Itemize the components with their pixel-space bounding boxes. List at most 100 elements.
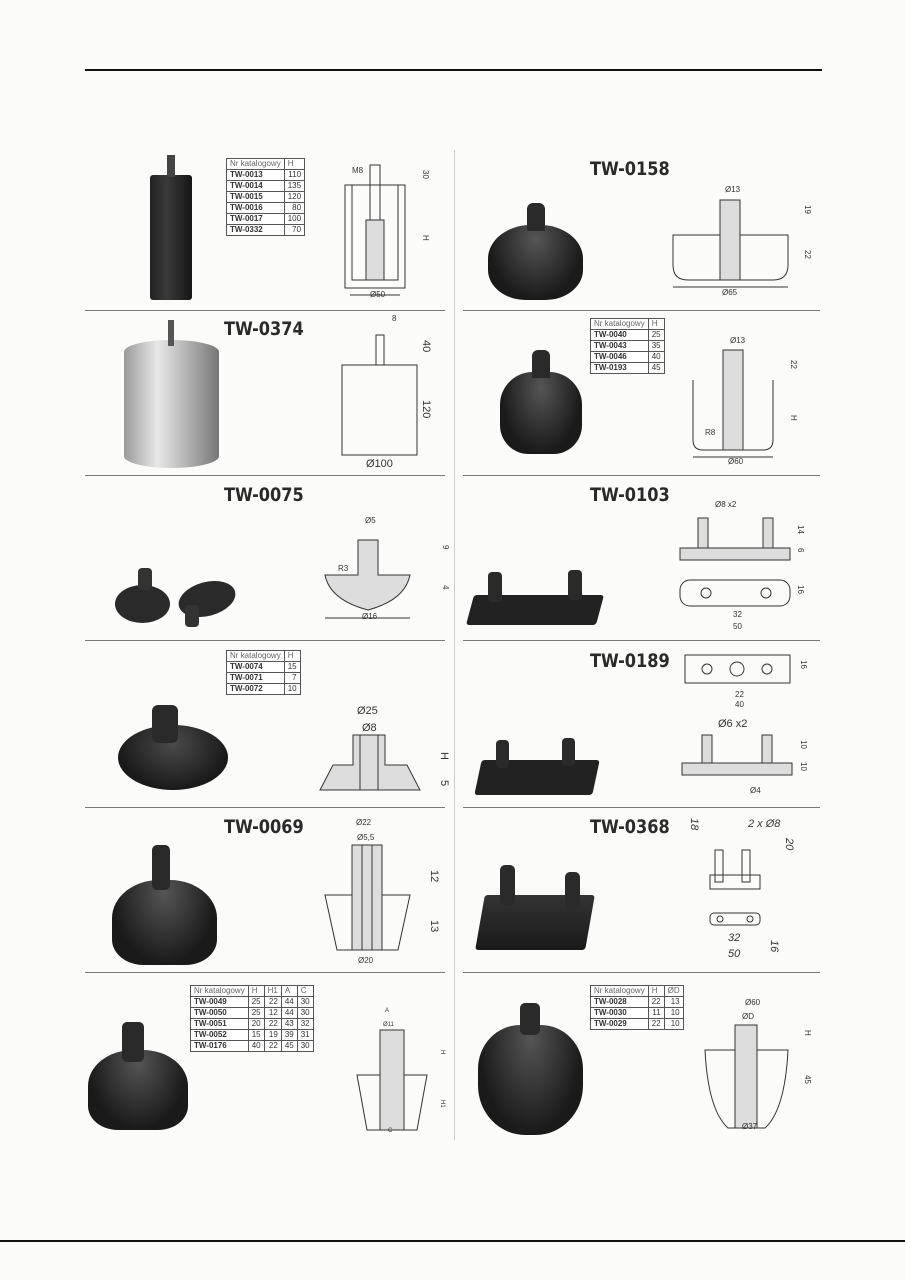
- dimension-label: Ø60: [745, 998, 761, 1007]
- dimension-label: Ø4: [750, 786, 761, 795]
- dimension-label: 18: [688, 818, 700, 831]
- table-cell: TW-0017: [226, 213, 285, 225]
- table-cell: 19: [263, 1029, 282, 1041]
- col-header: Nr katalogowy: [226, 158, 285, 170]
- table-cell: 25: [247, 996, 265, 1008]
- divider: [85, 310, 445, 311]
- product-photo-leg: [124, 340, 219, 468]
- product-photo-stud: [138, 568, 152, 590]
- table-cell: TW-0193: [590, 362, 649, 374]
- dimension-label: H: [789, 415, 798, 421]
- table-cell: 40: [647, 351, 665, 363]
- technical-drawing: [356, 1029, 428, 1131]
- table-cell: 44: [280, 1007, 298, 1019]
- table-cell: 40: [247, 1040, 265, 1052]
- technical-drawing: [341, 334, 418, 456]
- product-photo-stud: [152, 705, 178, 743]
- dimension-label: R8: [705, 428, 716, 437]
- technical-drawing: [672, 199, 789, 288]
- table-cell: 70: [283, 224, 306, 236]
- technical-drawing: [681, 654, 793, 776]
- dimension-label: C: [388, 1128, 393, 1134]
- product-photo-stud: [527, 203, 545, 231]
- product-photo-glide: [115, 585, 170, 623]
- product-title: TW-0158: [590, 158, 670, 180]
- table-cell: 43: [280, 1018, 298, 1030]
- divider: [85, 475, 445, 476]
- dimension-label: Ø50: [370, 290, 386, 299]
- col-header: H1: [263, 985, 282, 997]
- product-photo-stud: [152, 845, 170, 890]
- product-photo-stud: [500, 865, 515, 905]
- table-cell: TW-0028: [590, 996, 649, 1008]
- table-cell: 100: [283, 213, 306, 225]
- table-cell: TW-0015: [226, 191, 285, 203]
- product-title: TW-0069: [224, 816, 304, 838]
- product-title: TW-0075: [224, 484, 304, 506]
- product-photo-spacer: [465, 595, 605, 625]
- table-cell: 31: [296, 1029, 314, 1041]
- dimension-label: Ø5,5: [357, 833, 375, 842]
- dimension-label: Ø5: [365, 516, 376, 525]
- table-cell: 10: [663, 1007, 684, 1019]
- dimension-label: Ø60: [728, 457, 744, 466]
- col-header: H: [283, 650, 301, 662]
- table-cell: 12: [263, 1007, 282, 1019]
- product-photo-spacer: [474, 760, 600, 795]
- col-header: A: [280, 985, 298, 997]
- col-header: Nr katalogowy: [226, 650, 285, 662]
- table-cell: TW-0332: [226, 224, 285, 236]
- dimension-label: ØD: [742, 1012, 754, 1021]
- divider: [85, 640, 445, 641]
- table-cell: 15: [247, 1029, 265, 1041]
- table-cell: TW-0043: [590, 340, 649, 352]
- dimension-label: M8: [352, 166, 364, 175]
- top-rule: [85, 69, 822, 71]
- dimension-label: H: [438, 752, 450, 760]
- dimension-label: 16: [768, 940, 780, 953]
- dimension-label: Ø6 x2: [718, 718, 748, 730]
- divider: [463, 807, 820, 808]
- dimension-label: 45: [803, 1075, 812, 1084]
- dimension-label: 2 x Ø8: [748, 818, 781, 830]
- product-photo-stud: [565, 872, 580, 912]
- dimension-label: A: [385, 1008, 390, 1014]
- bottom-rule: [0, 1240, 905, 1242]
- technical-drawing: [709, 849, 761, 926]
- column-divider: [454, 150, 455, 1140]
- dimension-label: Ø8 x2: [715, 500, 737, 509]
- col-header: C: [296, 985, 314, 997]
- table-cell: 25: [247, 1007, 265, 1019]
- table-cell: 45: [280, 1040, 298, 1052]
- table-cell: TW-0046: [590, 351, 649, 363]
- technical-drawing: [344, 164, 406, 296]
- table-cell: TW-0071: [226, 672, 285, 684]
- dimension-label: 20: [783, 838, 795, 851]
- dimension-label: R3: [338, 564, 349, 573]
- dimension-label: Ø11: [383, 1022, 394, 1028]
- table-cell: TW-0040: [590, 329, 649, 341]
- dimension-label: Ø25: [357, 705, 378, 717]
- product-title: TW-0189: [590, 650, 670, 672]
- col-header: ØD: [663, 985, 684, 997]
- divider: [85, 972, 445, 973]
- technical-drawing: [324, 539, 411, 619]
- col-header: H: [247, 985, 265, 997]
- table-cell: 22: [263, 1040, 282, 1052]
- table-cell: TW-0176: [190, 1040, 249, 1052]
- table-cell: 11: [647, 1007, 665, 1019]
- divider: [463, 972, 820, 973]
